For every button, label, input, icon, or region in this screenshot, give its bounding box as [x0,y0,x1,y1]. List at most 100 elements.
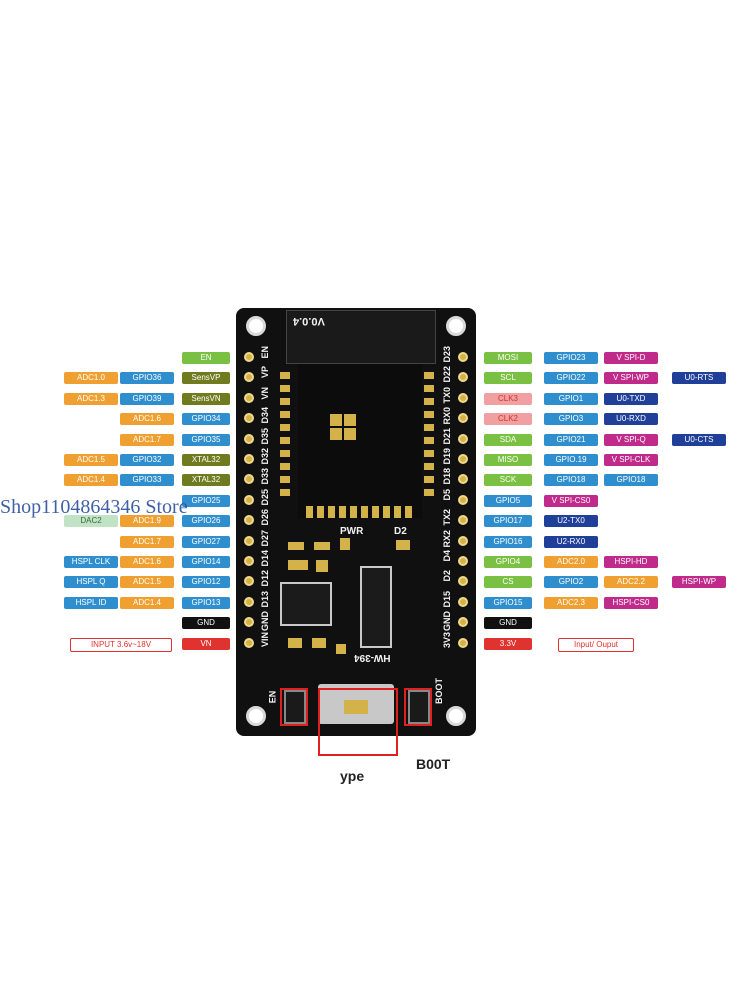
pin-function-label: V SPI-WP [604,372,658,385]
header-pin [458,454,468,464]
pin-function-label: CLK2 [484,413,532,426]
pin-name: VIN [260,631,270,647]
store-watermark: Shop1104864346 Store [0,496,188,518]
header-pin [244,433,254,444]
pin-function-label: SCK [484,474,532,487]
pin-function-label: SensVP [182,372,230,385]
pin-name: D15 [442,590,452,608]
usb-serial-chip [360,566,392,648]
castellated-pad [280,463,290,470]
pin-name: GND [442,611,452,632]
pin-name: D23 [442,346,452,363]
pin-name: GND [260,611,270,632]
castellated-pad [280,372,290,379]
header-pin [458,637,468,648]
castellated-pad [394,506,401,518]
pin-function-label: U2-TX0 [544,515,598,528]
pin-function-label: GPIO34 [182,413,230,426]
pin-function-label: CLK3 [484,392,532,405]
pin-function-label: U0-TXD [604,392,658,405]
mounting-hole-bottom-left [246,706,266,726]
pin-function-label: ADC1.9 [120,515,174,528]
pin-function-label: DAC2 [64,515,118,528]
module-pad [344,414,356,426]
pin-function-label: EN [182,352,230,364]
castellated-pad [361,506,368,518]
castellated-pad [405,506,412,518]
castellated-pad [372,506,379,518]
header-pin [244,637,254,648]
pin-name: D5 [442,488,452,501]
pin-function-label: Input/ Ouput [558,637,634,652]
pin-function-label: GPIO16 [484,535,532,548]
header-pin [244,596,254,607]
pin-function-label: GPIO35 [182,433,230,446]
pin-name: 3V3 [442,631,452,648]
mounting-hole-bottom-right [446,706,466,726]
castellated-pad [424,463,434,470]
castellated-pad [306,506,313,518]
pin-function-label: GND [484,617,532,630]
pin-function-label: ADC1.5 [64,454,118,466]
pin-name: VN [260,386,270,400]
pin-function-label: GPIO32 [120,454,174,466]
header-pin [458,474,468,485]
castellated-pad [424,489,434,496]
pin-function-label: GPIO15 [484,596,532,609]
mounting-hole-top-right [446,316,466,336]
pin-name: D13 [260,590,270,608]
d2-led-label: D2 [394,526,407,537]
boot-button-highlight [404,688,432,726]
pin-function-label: ADC1.6 [120,556,174,568]
pin-function-label: VN [182,637,230,650]
smd-component [316,560,328,572]
pin-function-label: XTAL32 [182,454,230,466]
header-pin [244,515,254,526]
pin-function-label: ADC1.5 [120,576,174,589]
pin-function-label: CS [484,576,532,589]
castellated-pad [280,476,290,483]
pin-function-label: V SPI-CS0 [544,494,598,507]
header-pin [458,535,468,546]
pin-function-label: HSPL Q [64,576,118,589]
pin-function-label: GPIO27 [182,535,230,548]
pin-function-label: GPIO5 [484,494,532,507]
header-pin [244,352,254,362]
pin-function-label: MOSI [484,352,532,364]
pin-function-label: GPIO25 [182,494,230,507]
castellated-pad [280,385,290,392]
castellated-pad [424,450,434,457]
smd-component [336,644,346,654]
usb-caption: ype [340,768,365,784]
smd-component [288,638,302,648]
pin-function-label: GND [182,617,230,630]
boot-button[interactable] [408,690,430,724]
header-pin [458,352,468,362]
pin-function-label: GPIO14 [182,556,230,568]
pin-name: D32 [260,448,270,465]
pin-function-label: SDA [484,433,532,446]
header-pin [244,454,254,464]
pin-function-label: ADC1.4 [120,596,174,609]
header-pin [458,494,468,505]
pin-function-label: ADC2.3 [544,596,598,609]
castellated-pad [424,372,434,379]
header-pin [244,576,254,587]
pin-name: RX0 [442,407,452,425]
pin-function-label: GPIO13 [182,596,230,609]
module-pad [330,414,342,426]
castellated-pad [424,476,434,483]
pin-function-label: V SPI-Q [604,433,658,446]
en-button[interactable] [284,690,306,724]
castellated-pad [424,385,434,392]
boot-caption: B00T [416,756,451,772]
pin-function-label: GPIO4 [484,556,532,568]
pin-function-label: ADC1.0 [64,372,118,385]
castellated-pad [424,411,434,418]
header-pin [458,433,468,444]
header-pin [244,413,254,424]
header-pin [458,556,468,566]
pin-function-label: GPIO2 [544,576,598,589]
pin-function-label: ADC1.3 [64,392,118,405]
castellated-pad [350,506,357,518]
